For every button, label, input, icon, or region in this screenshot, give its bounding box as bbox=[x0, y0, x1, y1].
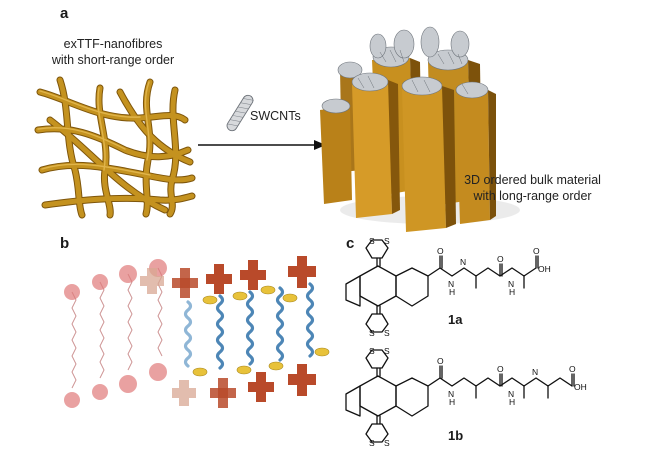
atom-h-5: H bbox=[509, 397, 515, 407]
atom-s-1: S bbox=[369, 236, 375, 246]
atom-s-2: S bbox=[384, 236, 390, 246]
panel-b-letter: b bbox=[60, 235, 70, 252]
atom-h-3: H bbox=[509, 287, 515, 297]
atom-nh-1: N bbox=[448, 279, 454, 289]
panel-a-letter: a bbox=[60, 5, 69, 22]
atom-s-4: S bbox=[384, 328, 390, 338]
nanofibre-caption-line2: with short-range order bbox=[51, 53, 175, 67]
atom-nh-6: N bbox=[532, 367, 538, 377]
bulk-material bbox=[320, 26, 520, 232]
bulk-caption-line1: 3D ordered bulk material bbox=[464, 173, 601, 187]
atom-o-6: O bbox=[569, 364, 576, 374]
bulk-tubes bbox=[320, 58, 496, 232]
atom-s-5: S bbox=[369, 346, 375, 356]
compound-label-1a: 1a bbox=[448, 312, 463, 327]
nanofibre-caption: exTTF-nanofibres with short-range order bbox=[38, 36, 188, 68]
atom-nh-2: N bbox=[460, 257, 466, 267]
panel-c-letter: c bbox=[346, 235, 355, 252]
assembly-columns bbox=[64, 256, 330, 408]
atom-o-2: O bbox=[497, 254, 504, 264]
atom-nh-3: N bbox=[508, 279, 514, 289]
atom-o-1: O bbox=[437, 246, 444, 256]
atom-h-1: H bbox=[449, 287, 455, 297]
reaction-arrow bbox=[198, 140, 326, 150]
compound-label-1b: 1b bbox=[448, 428, 464, 443]
atom-o-4: O bbox=[437, 356, 444, 366]
bulk-nanotube-bundles bbox=[321, 26, 489, 114]
atom-s-7: S bbox=[369, 438, 375, 448]
atom-nh-4: N bbox=[448, 389, 454, 399]
bulk-caption-line2: with long-range order bbox=[473, 189, 592, 203]
atom-h-4: H bbox=[449, 397, 455, 407]
atom-oh-1: OH bbox=[538, 264, 551, 274]
atom-nh-5: N bbox=[508, 389, 514, 399]
atom-s-3: S bbox=[369, 328, 375, 338]
swcnt-icon bbox=[226, 94, 254, 132]
atom-s-6: S bbox=[384, 346, 390, 356]
atom-oh-2: OH bbox=[574, 382, 587, 392]
swcnt-label: SWCNTs bbox=[250, 109, 301, 123]
nanofibre-caption-line1: exTTF-nanofibres bbox=[63, 37, 163, 51]
atom-o-5: O bbox=[497, 364, 504, 374]
bulk-caption: 3D ordered bulk material with long-range… bbox=[440, 172, 625, 204]
atom-o-3: O bbox=[533, 246, 540, 256]
atom-s-8: S bbox=[384, 438, 390, 448]
nanofibre-strands bbox=[34, 76, 196, 219]
